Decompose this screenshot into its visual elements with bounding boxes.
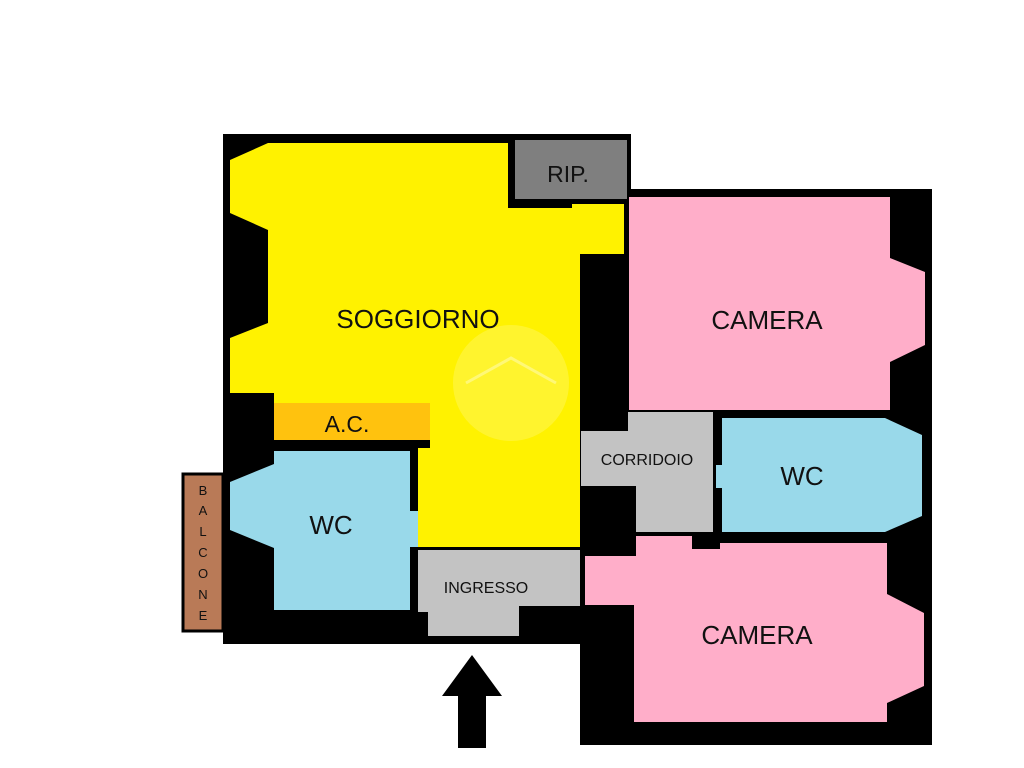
room-camera-top: CAMERA [629, 197, 925, 410]
room-corridoio-area [581, 412, 713, 532]
room-wc-right-label: WC [780, 461, 823, 491]
room-camera-bottom: CAMERA [585, 536, 924, 722]
room-soggiorno-area [230, 143, 624, 547]
room-camera-bottom-area [585, 536, 924, 722]
watermark-circle [453, 325, 569, 441]
room-camera-bottom-label: CAMERA [701, 620, 813, 650]
room-wc-left: WC [230, 451, 418, 610]
room-corridoio: CORRIDOIO [581, 412, 713, 532]
room-wc-left-area [230, 451, 418, 610]
balcone-letter: L [199, 524, 206, 539]
balcone-letter: A [199, 503, 208, 518]
room-ac: A.C. [274, 403, 430, 440]
room-ingresso-area [418, 550, 580, 636]
balcone-letter: B [199, 483, 208, 498]
room-soggiorno: SOGGIORNO [230, 143, 624, 547]
room-rip-area [515, 140, 627, 199]
balcone-letter: E [199, 608, 208, 623]
room-wc-right-area [716, 418, 922, 532]
room-ingresso: INGRESSO [418, 550, 580, 636]
room-rip: RIP. [515, 140, 627, 199]
watermark [453, 325, 569, 441]
room-ingresso-label: INGRESSO [444, 580, 528, 597]
room-corridoio-label: CORRIDOIO [601, 452, 693, 469]
room-wc-right: WC [716, 418, 922, 532]
watermark-roof [465, 356, 557, 385]
room-rip-label: RIP. [547, 161, 589, 187]
balcone-area [181, 472, 225, 633]
room-soggiorno-label: SOGGIORNO [336, 304, 499, 334]
room-ac-area [274, 403, 430, 440]
room-ac-label: A.C. [325, 411, 370, 437]
room-camera-top-area [629, 197, 925, 410]
balcone-letter: O [198, 566, 208, 581]
balcone-letter: N [198, 587, 207, 602]
balcone-letter: C [198, 545, 207, 560]
balcone: B A L C O N E [181, 472, 225, 633]
arrow-up-icon [442, 655, 502, 748]
room-wc-left-label: WC [309, 510, 352, 540]
room-camera-top-label: CAMERA [711, 305, 823, 335]
